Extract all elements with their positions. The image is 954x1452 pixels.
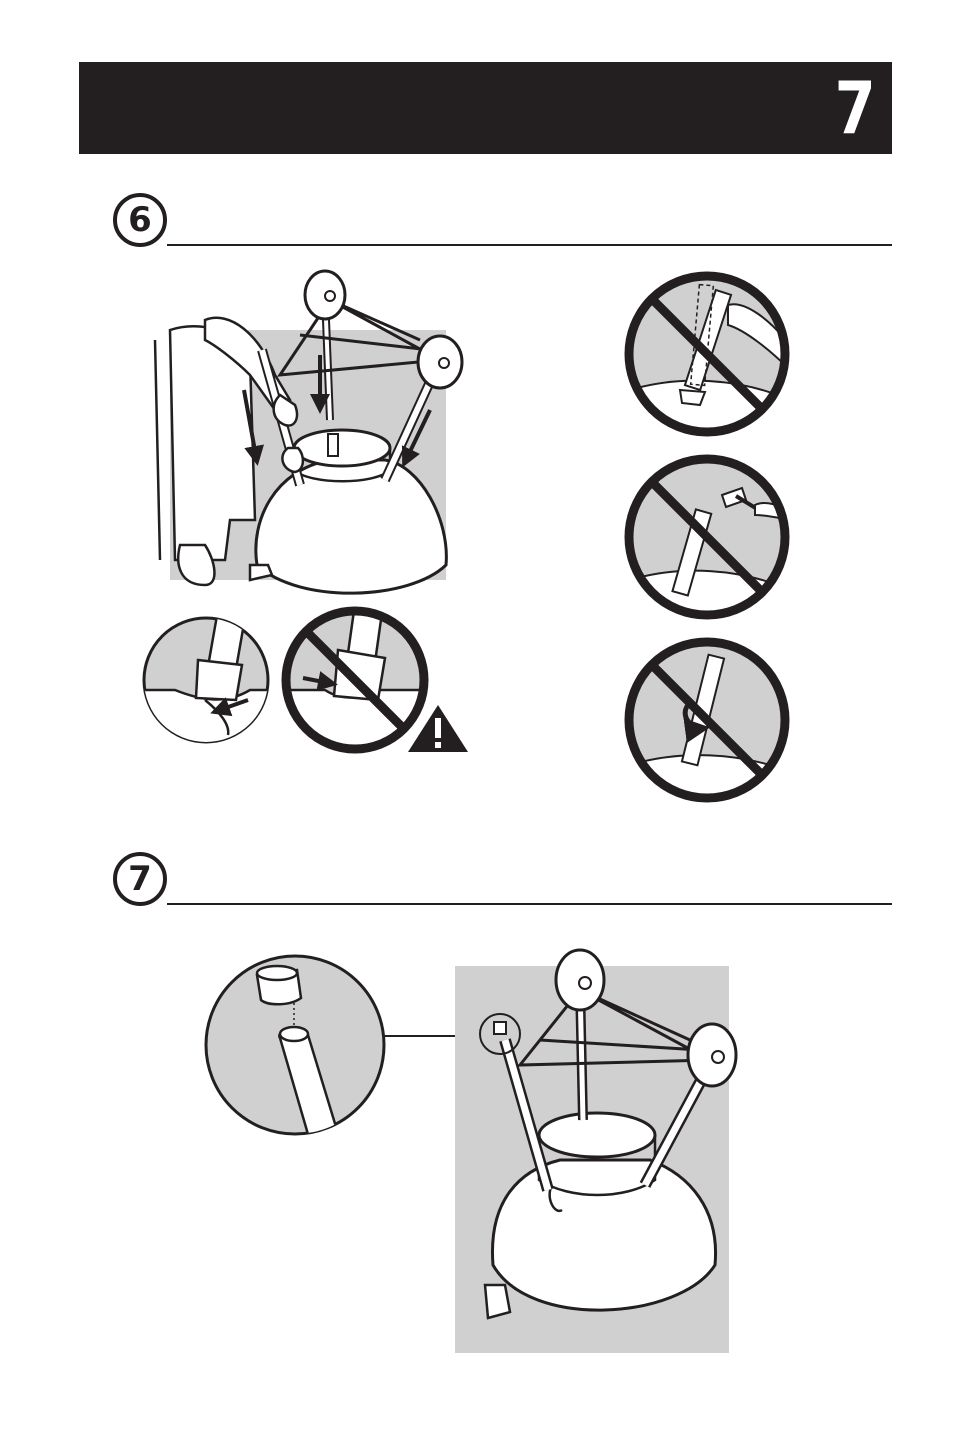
grill-bowl (492, 1160, 715, 1310)
prohibited-pry (629, 276, 790, 440)
step-6-detail-incorrect (285, 603, 430, 760)
bowl-handle (485, 1285, 510, 1318)
step-7-main-illustration (455, 950, 736, 1353)
prohibited-twist (629, 642, 790, 800)
step-6-main-illustration (155, 271, 462, 593)
step-7-detail-cap (206, 956, 472, 1148)
ash-catcher-ring (294, 430, 390, 466)
step-6-detail-correct (140, 613, 270, 750)
prohibited-hammer (629, 459, 790, 620)
ash-catcher-ring (539, 1113, 655, 1157)
